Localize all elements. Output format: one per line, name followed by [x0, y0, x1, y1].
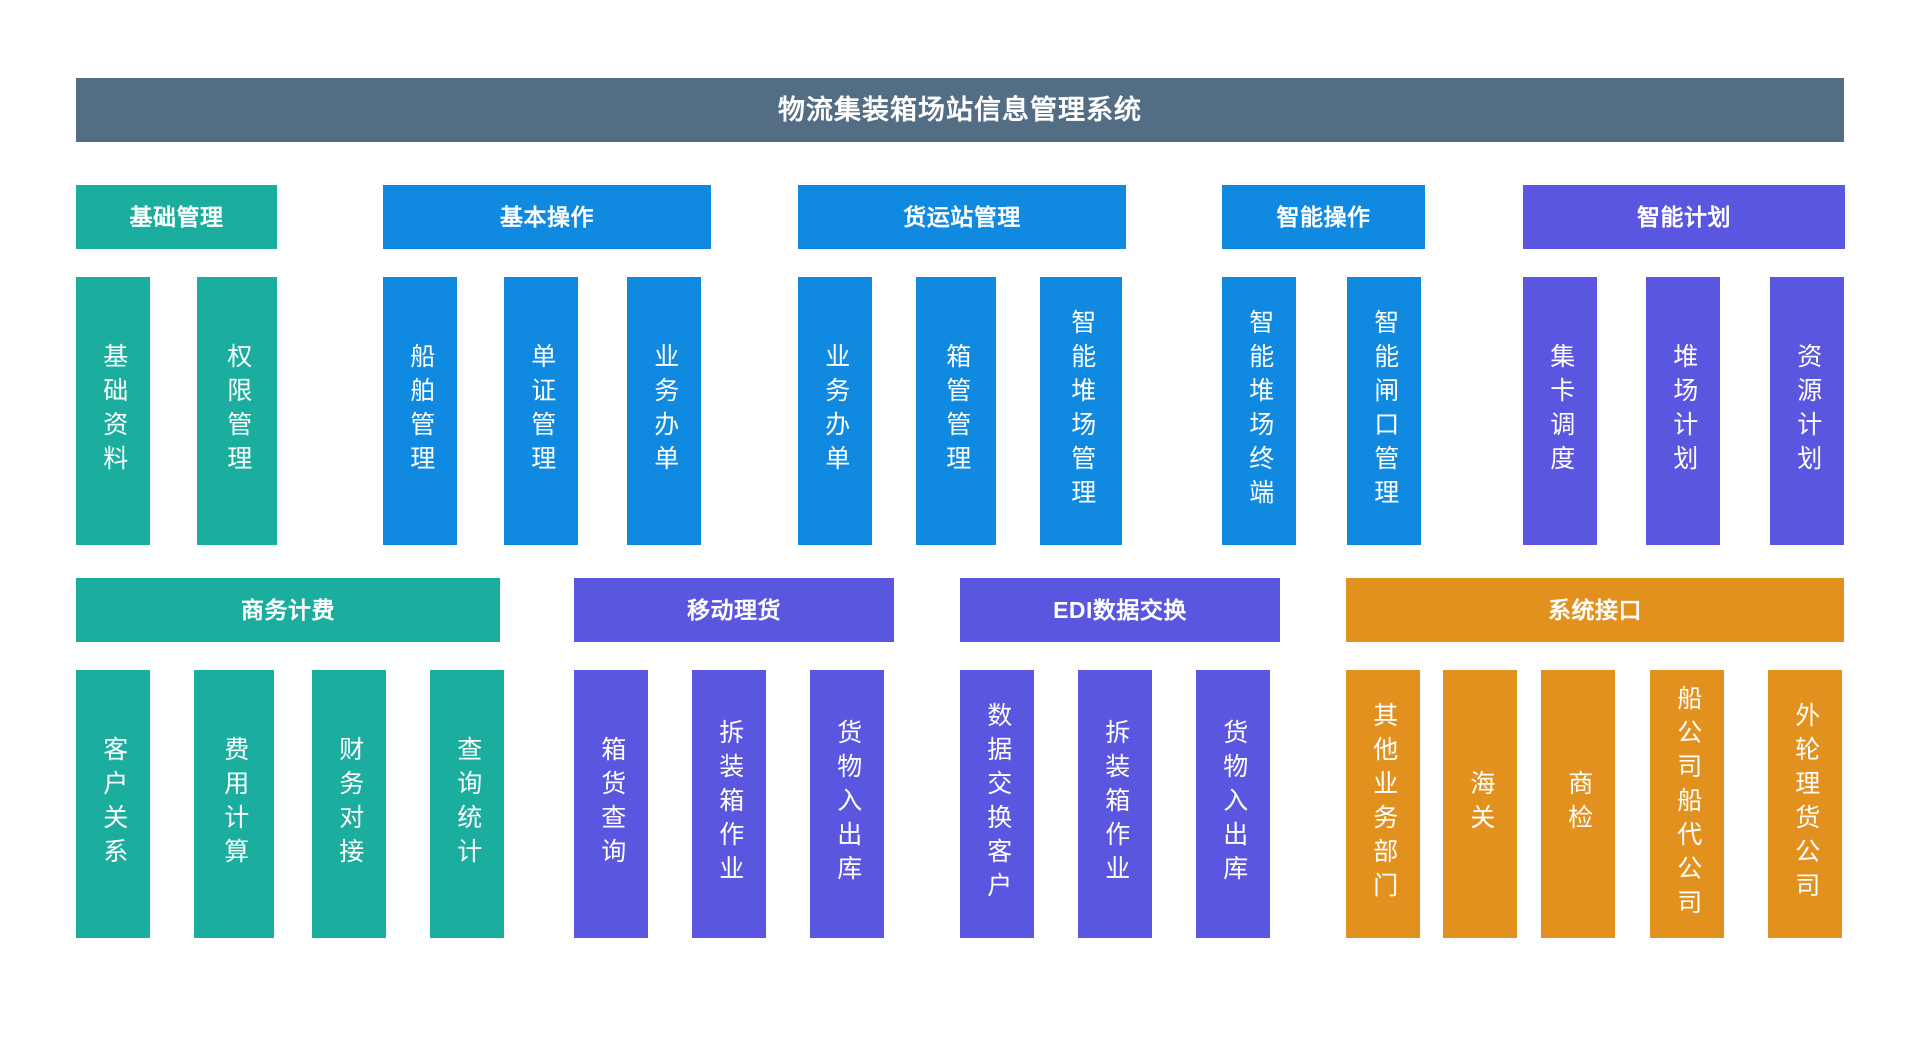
module-item-label: 海关	[1466, 770, 1495, 838]
system-title-bar: 物流集装箱场站信息管理系统	[76, 78, 1844, 142]
module-item-label: 箱管管理	[942, 343, 971, 479]
module-item-label: 智能堆场终端	[1245, 309, 1274, 513]
module-item-label: 费用计算	[220, 736, 249, 872]
module-item[interactable]: 业务办单	[798, 277, 872, 545]
module-item-label: 财务对接	[335, 736, 364, 872]
group-header-label: 货运站管理	[903, 203, 1021, 230]
module-item-label: 客户关系	[99, 736, 128, 872]
module-item-label: 船舶管理	[406, 343, 435, 479]
module-item[interactable]: 货物入出库	[810, 670, 884, 938]
module-item[interactable]: 资源计划	[1770, 277, 1844, 545]
module-item[interactable]: 其他业务部门	[1346, 670, 1420, 938]
module-item-label: 智能闸口管理	[1370, 309, 1399, 513]
group-header-9[interactable]: 系统接口	[1346, 578, 1844, 642]
module-item[interactable]: 查询统计	[430, 670, 504, 938]
module-item[interactable]: 基础资料	[76, 277, 150, 545]
module-item-label: 基础资料	[99, 343, 128, 479]
module-item-label: 智能堆场管理	[1067, 309, 1096, 513]
module-item-label: 外轮理货公司	[1791, 702, 1820, 906]
module-item-label: 拆装箱作业	[715, 719, 744, 889]
module-item-label: 拆装箱作业	[1101, 719, 1130, 889]
group-header-label: 移动理货	[687, 596, 781, 623]
module-item-label: 查询统计	[453, 736, 482, 872]
group-header-7[interactable]: 移动理货	[574, 578, 894, 642]
group-header-6[interactable]: 商务计费	[76, 578, 500, 642]
module-item-label: 业务办单	[650, 343, 679, 479]
page-title: 物流集装箱场站信息管理系统	[778, 94, 1142, 125]
module-item[interactable]: 拆装箱作业	[692, 670, 766, 938]
module-item[interactable]: 船公司船代公司	[1650, 670, 1724, 938]
module-item[interactable]: 堆场计划	[1646, 277, 1720, 545]
group-header-3[interactable]: 货运站管理	[798, 185, 1126, 249]
module-item[interactable]: 船舶管理	[383, 277, 457, 545]
module-item-label: 资源计划	[1793, 343, 1822, 479]
group-header-label: 系统接口	[1548, 596, 1642, 623]
module-item-label: 集卡调度	[1546, 343, 1575, 479]
module-item[interactable]: 客户关系	[76, 670, 150, 938]
module-item-label: 堆场计划	[1669, 343, 1698, 479]
module-item-label: 数据交换客户	[983, 702, 1012, 906]
module-item[interactable]: 智能闸口管理	[1347, 277, 1421, 545]
group-header-label: 智能计划	[1637, 203, 1731, 230]
module-item-label: 商检	[1564, 770, 1593, 838]
module-item-label: 货物入出库	[833, 719, 862, 889]
module-item[interactable]: 外轮理货公司	[1768, 670, 1842, 938]
module-item[interactable]: 智能堆场终端	[1222, 277, 1296, 545]
module-item-label: 箱货查询	[597, 736, 626, 872]
group-header-label: EDI数据交换	[1053, 596, 1187, 623]
group-header-label: 商务计费	[241, 596, 335, 623]
module-item[interactable]: 权限管理	[197, 277, 277, 545]
module-item[interactable]: 海关	[1443, 670, 1517, 938]
module-item[interactable]: 费用计算	[194, 670, 274, 938]
module-item[interactable]: 商检	[1541, 670, 1615, 938]
module-item[interactable]: 货物入出库	[1196, 670, 1270, 938]
module-item-label: 单证管理	[527, 343, 556, 479]
group-header-1[interactable]: 基础管理	[76, 185, 277, 249]
module-item-label: 其他业务部门	[1369, 702, 1398, 906]
module-item[interactable]: 集卡调度	[1523, 277, 1597, 545]
module-item[interactable]: 数据交换客户	[960, 670, 1034, 938]
group-header-label: 基本操作	[500, 203, 594, 230]
module-item-label: 权限管理	[223, 343, 252, 479]
module-item-label: 货物入出库	[1219, 719, 1248, 889]
module-item[interactable]: 业务办单	[627, 277, 701, 545]
module-item-label: 业务办单	[821, 343, 850, 479]
module-item-label: 船公司船代公司	[1673, 685, 1702, 923]
module-item[interactable]: 财务对接	[312, 670, 386, 938]
module-item[interactable]: 智能堆场管理	[1040, 277, 1122, 545]
group-header-label: 智能操作	[1276, 203, 1371, 230]
group-header-5[interactable]: 智能计划	[1523, 185, 1845, 249]
module-item[interactable]: 拆装箱作业	[1078, 670, 1152, 938]
group-header-4[interactable]: 智能操作	[1222, 185, 1425, 249]
group-header-label: 基础管理	[129, 203, 224, 230]
group-header-2[interactable]: 基本操作	[383, 185, 711, 249]
module-item[interactable]: 箱管管理	[916, 277, 996, 545]
group-header-8[interactable]: EDI数据交换	[960, 578, 1280, 642]
module-item[interactable]: 单证管理	[504, 277, 578, 545]
module-item[interactable]: 箱货查询	[574, 670, 648, 938]
